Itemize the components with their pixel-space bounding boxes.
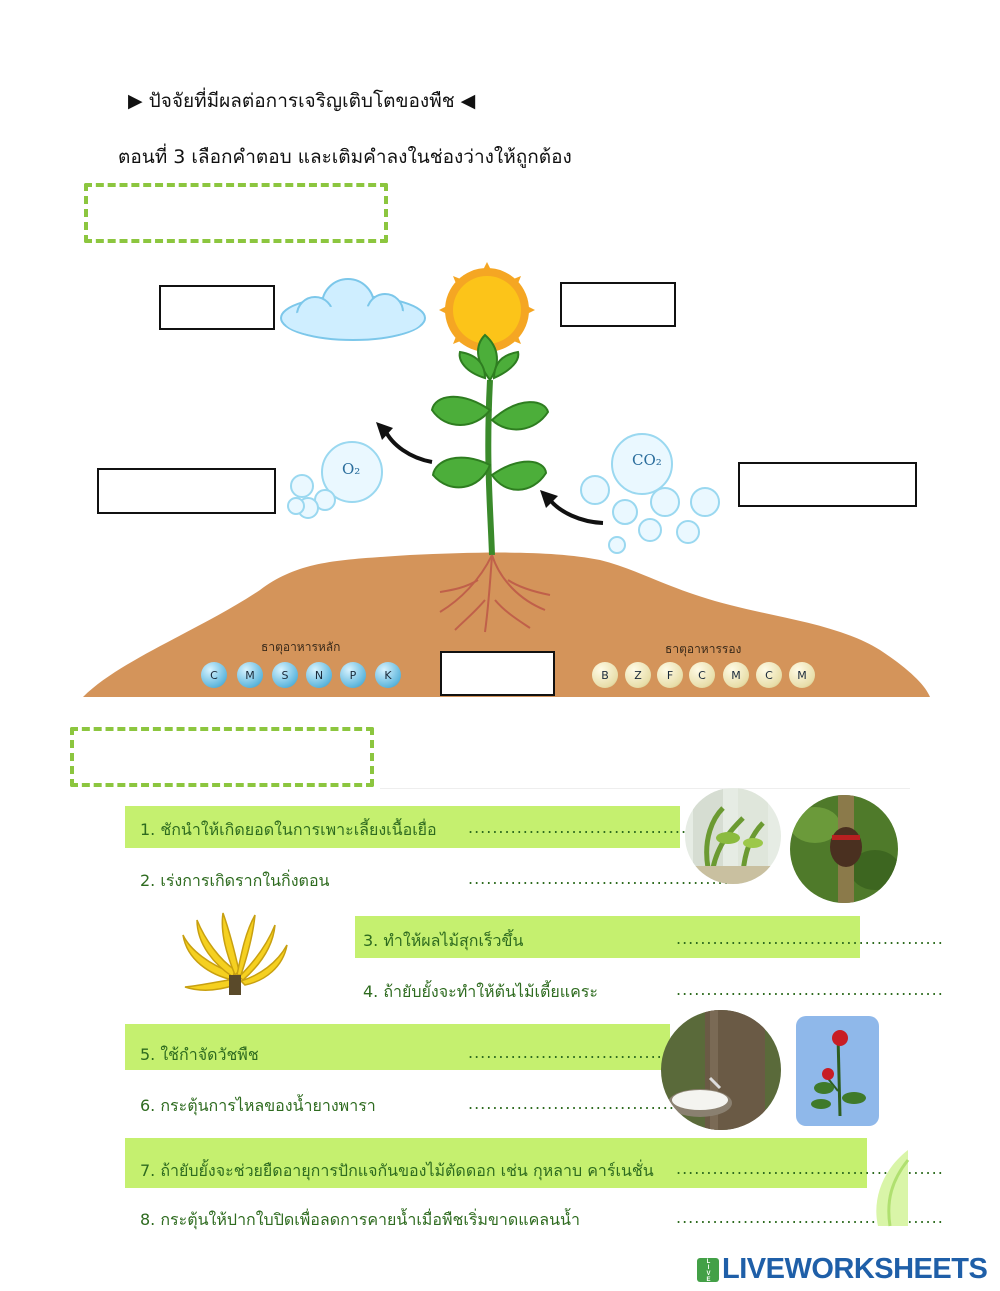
micro-nutrients-label: ธาตุอาหารรอง	[665, 642, 742, 656]
macro-nutrient: C	[201, 662, 227, 688]
cloud-icon	[280, 278, 426, 341]
question-1: 1. ชักนำให้เกิดยอดในการเพาะเลี้ยงเนื้อเย…	[140, 820, 437, 839]
rubber-tapping-photo	[661, 1010, 781, 1130]
dashed-answer-box-bottom[interactable]	[70, 727, 374, 787]
arrow-co2-head	[540, 490, 558, 508]
banana-photo	[182, 912, 288, 995]
micro-nutrient: M	[723, 662, 749, 688]
macro-nutrient: M	[237, 662, 263, 688]
answer-blank-4[interactable]: ........................................…	[676, 980, 944, 999]
micro-nutrient: B	[592, 662, 618, 688]
answer-box-o2[interactable]	[97, 468, 276, 514]
o2-label: O₂	[342, 460, 361, 478]
co2-label: CO₂	[632, 451, 662, 469]
macro-nutrient: K	[375, 662, 401, 688]
question-3: 3. ทำให้ผลไม้สุกเร็วขึ้น	[363, 931, 524, 950]
macro-nutrient: N	[306, 662, 332, 688]
answer-blank-3[interactable]: ........................................…	[676, 929, 944, 948]
answer-box-co2[interactable]	[738, 462, 917, 507]
question-5: 5. ใช้กำจัดวัชพืช	[140, 1045, 259, 1064]
arrow-o2-head	[376, 422, 393, 440]
macro-nutrient: S	[272, 662, 298, 688]
co2-bubbles	[580, 433, 720, 554]
question-8: 8. กระตุ้นให้ปากใบปิดเพื่อลดการคายน้ำเมื…	[140, 1210, 580, 1229]
o2-bubbles	[287, 441, 383, 519]
dashed-answer-box-top[interactable]	[84, 183, 388, 243]
air-layering-photo	[790, 795, 898, 903]
page-title: ▶ ปัจจัยที่มีผลต่อการเจริญเติบโตของพืช ◀	[128, 90, 476, 112]
rose-photo	[796, 1016, 879, 1126]
plant-roots	[439, 554, 551, 633]
answer-blank-1[interactable]: ........................................…	[468, 818, 736, 837]
question-7: 7. ถ้ายับยั้งจะช่วยยืดอายุการปักแจกันของ…	[140, 1161, 654, 1180]
answer-box-cloud[interactable]	[159, 285, 275, 330]
micro-nutrient: C	[689, 662, 715, 688]
answer-box-sun[interactable]	[560, 282, 676, 327]
question-2: 2. เร่งการเกิดรากในกิ่งตอน	[140, 871, 330, 890]
question-6: 6. กระตุ้นการไหลของน้ำยางพารา	[140, 1096, 376, 1115]
liveworksheets-badge: LIVE	[697, 1258, 719, 1283]
plant-diagram	[83, 262, 930, 697]
plant-leaves	[430, 333, 550, 491]
macro-nutrients-label: ธาตุอาหารหลัก	[261, 640, 341, 654]
answer-blank-8[interactable]: ........................................…	[676, 1208, 944, 1227]
question-band-7	[125, 1138, 867, 1188]
arrow-o2	[383, 429, 433, 464]
micro-nutrient: F	[657, 662, 683, 688]
sun-icon	[439, 262, 535, 358]
soil-hill	[83, 552, 930, 697]
answer-blank-6[interactable]: ........................................…	[468, 1094, 736, 1113]
micro-nutrient: C	[756, 662, 782, 688]
section-divider	[380, 788, 910, 789]
question-band-3	[355, 916, 860, 958]
liveworksheets-logo[interactable]: LIVEWORKSHEETS	[722, 1253, 988, 1285]
question-band-5	[125, 1024, 670, 1070]
leaf-decoration	[876, 1150, 910, 1227]
tissue-culture-photo	[685, 788, 781, 884]
macro-nutrient: P	[340, 662, 366, 688]
instruction-text: ตอนที่ 3 เลือกคำตอบ และเติมคำลงในช่องว่า…	[118, 146, 572, 168]
question-4: 4. ถ้ายับยั้งจะทำให้ต้นไม้เตี้ยแคระ	[363, 982, 598, 1001]
arrow-co2	[548, 498, 604, 525]
answer-blank-7[interactable]: ........................................…	[676, 1159, 944, 1178]
answer-box-soil[interactable]	[440, 651, 555, 696]
plant-stem	[485, 379, 495, 556]
logo-badge-text: LIVE	[705, 1259, 712, 1283]
micro-nutrient: M	[789, 662, 815, 688]
answer-blank-2[interactable]: ........................................…	[468, 869, 736, 888]
question-band-1	[125, 806, 680, 848]
micro-nutrient: Z	[625, 662, 651, 688]
